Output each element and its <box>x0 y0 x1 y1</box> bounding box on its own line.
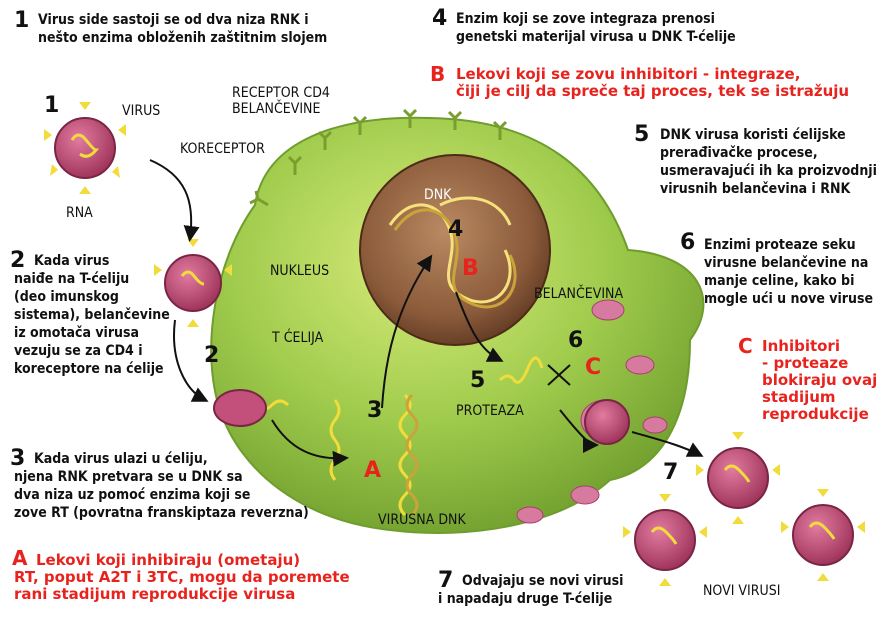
step-5-line: usmeravajući ih ka proizvodnji <box>660 162 880 180</box>
inhibitor-c-text: Inhibitori - proteaze blokiraju ovaj sta… <box>762 338 882 423</box>
proteaza-label: PROTEAZA <box>456 403 524 419</box>
inhibitor-a-line: RT, poput A2T i 3TC, mogu da poremete <box>14 569 414 586</box>
t-celija-label: T ĆELIJA <box>272 330 323 346</box>
inhibitor-c-line: blokiraju ovaj <box>762 372 882 389</box>
inhibitor-b-text: Lekovi koji se zovu inhibitori - integra… <box>456 66 876 100</box>
dnk-label: DNK <box>424 187 451 203</box>
diagram-mark-3: 3 <box>367 400 382 422</box>
step-2-line: iz omotača virusa <box>14 324 189 342</box>
step-3-line: zove RT (povratna franskiptaza reverzna) <box>14 504 354 522</box>
step-1-line: Virus side sastoji se od dva niza RNK i <box>38 11 368 29</box>
step-3-line: njena RNK pretvara se u DNK sa <box>14 468 354 486</box>
step-2-line: koreceptore na ćelije <box>14 360 189 378</box>
diagram-mark-c: C <box>585 355 601 380</box>
diagram-mark-2: 2 <box>204 345 219 367</box>
new-virus-3 <box>781 489 865 581</box>
inhibitor-b-letter: B <box>430 62 445 86</box>
diagram-mark-4: 4 <box>448 219 463 241</box>
diagram-mark-6: 6 <box>568 330 583 352</box>
step-3-text: Kada virus ulazi u ćeliju, njena RNK pre… <box>14 450 354 522</box>
inhibitor-c-line: - proteaze <box>762 355 882 372</box>
inhibitor-c-line: reprodukcije <box>762 406 882 423</box>
rna-label: RNA <box>66 205 93 221</box>
novi-virusi-label: NOVI VIRUSI <box>703 583 780 599</box>
nukleus-label: NUKLEUS <box>270 263 329 279</box>
step-7-line: Odvajaju se novi virusi <box>462 572 682 590</box>
step-5-number: 5 <box>634 124 649 146</box>
inhibitor-b-line: čiji je cilj da spreče taj proces, tek s… <box>456 83 876 100</box>
step-7-line: i napadaju druge T-ćelije <box>438 590 682 608</box>
koreceptor-label: KORECEPTOR <box>180 141 265 157</box>
step-1-number: 1 <box>14 10 29 32</box>
virus-budding <box>585 400 629 444</box>
diagram-mark-5: 5 <box>470 370 485 392</box>
step-5-line: DNK virusa koristi ćelijske <box>660 126 880 144</box>
receptor-label-line: RECEPTOR CD4 <box>232 85 330 101</box>
diagram-mark-1: 1 <box>44 95 59 117</box>
step-6-text: Enzimi proteaze seku virusne belančevine… <box>704 236 884 308</box>
step-2-line: sistema), belančevine <box>14 306 189 324</box>
step-1-line: nešto enzima obloženih zaštitnim slojem <box>38 29 368 47</box>
diagram-mark-b: B <box>462 256 479 281</box>
step-4-line: Enzim koji se zove integraza prenosi <box>456 10 786 28</box>
inhibitor-c-line: stadijum <box>762 389 882 406</box>
step-1-text: Virus side sastoji se od dva niza RNK i … <box>38 11 368 47</box>
virusna-dnk-label: VIRUSNA DNK <box>378 512 466 528</box>
inhibitor-c-line: Inhibitori <box>762 338 882 355</box>
inhibitor-a-text: Lekovi koji inhibiraju (ometaju) RT, pop… <box>14 552 414 603</box>
step-4-line: genetski materijal virusa u DNK T-ćelije <box>456 28 786 46</box>
diagram-mark-7: 7 <box>663 462 678 484</box>
virus-fusing <box>214 390 266 426</box>
virus-label: VIRUS <box>122 103 160 119</box>
step-5-line: virusnih belančevina i RNK <box>660 180 880 198</box>
step-6-line: mogle ući u nove viruse <box>704 290 884 308</box>
step-2-line: vezuju se za CD4 i <box>14 342 189 360</box>
step-6-line: manje celine, kako bi <box>704 272 884 290</box>
step-7-number: 7 <box>438 570 453 592</box>
inhibitor-a-line: rani stadijum reprodukcije virusa <box>14 586 414 603</box>
inhibitor-a-line: Lekovi koji inhibiraju (ometaju) <box>14 552 414 569</box>
step-2-line: (deo imunskog <box>14 288 189 306</box>
step-5-text: DNK virusa koristi ćelijske prerađivačke… <box>660 126 880 198</box>
step-3-line: Kada virus ulazi u ćeliju, <box>14 450 354 468</box>
step-6-line: Enzimi proteaze seku <box>704 236 884 254</box>
step-4-number: 4 <box>432 8 447 30</box>
receptor-label-line: BELANČEVINE <box>232 101 330 117</box>
receptor-label: RECEPTOR CD4 BELANČEVINE <box>232 85 330 117</box>
step-2-line: Kada virus <box>14 252 189 270</box>
step-2-line: naiđe na T-ćeliju <box>14 270 189 288</box>
new-virus-1 <box>696 432 780 524</box>
step-5-line: prerađivačke procese, <box>660 144 880 162</box>
step-6-number: 6 <box>680 232 695 254</box>
diagram-mark-a: A <box>364 458 381 483</box>
inhibitor-c-letter: C <box>738 334 753 358</box>
nucleus <box>360 155 550 345</box>
step-7-text: Odvajaju se novi virusi i napadaju druge… <box>462 572 682 608</box>
step-2-text: Kada virus naiđe na T-ćeliju (deo imunsk… <box>14 252 189 378</box>
step-4-text: Enzim koji se zove integraza prenosi gen… <box>456 10 786 46</box>
inhibitor-b-line: Lekovi koji se zovu inhibitori - integra… <box>456 66 876 83</box>
belancevina-label: BELANČEVINA <box>534 286 623 302</box>
step-6-line: virusne belančevine na <box>704 254 884 272</box>
step-3-line: dva niza uz pomoć enzima koji se <box>14 486 354 504</box>
